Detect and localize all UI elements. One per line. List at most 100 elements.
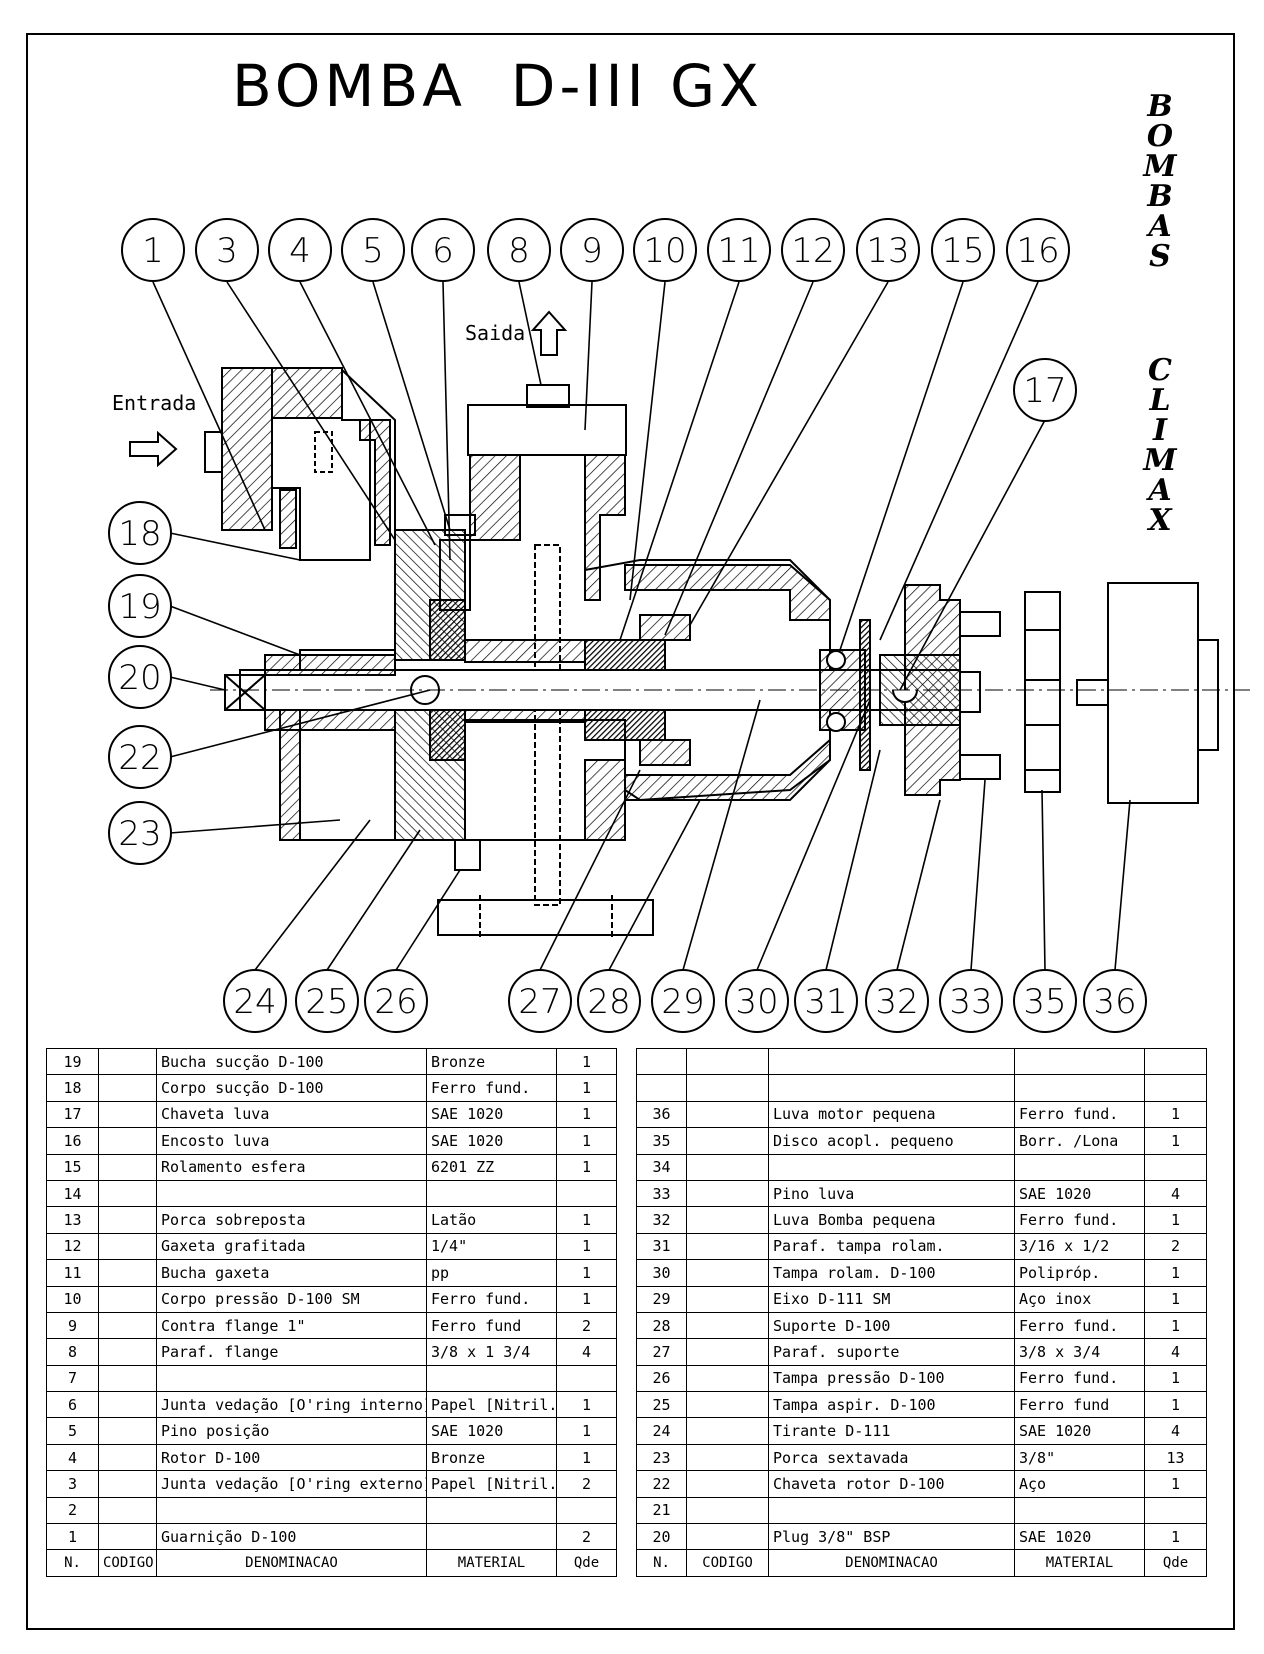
- part-name-cell: Chaveta luva: [156, 1100, 427, 1129]
- part-code-cell: [686, 1232, 769, 1261]
- part-name-cell: Rotor D-100: [156, 1443, 427, 1472]
- part-material-cell: SAE 1020: [1014, 1523, 1145, 1551]
- part-number-cell: 7: [46, 1364, 99, 1393]
- part-qty-cell: 1: [556, 1074, 617, 1102]
- part-name-cell: Corpo pressão D-100 SM: [156, 1285, 427, 1313]
- part-material-cell: 3/8 x 1 3/4: [426, 1338, 557, 1366]
- part-name-cell: Suporte D-100: [768, 1311, 1015, 1340]
- callout-32: 32: [865, 969, 929, 1033]
- leader-lines: [152, 281, 1131, 971]
- part-name-cell: [156, 1496, 427, 1525]
- callout-1: 1: [121, 218, 185, 282]
- parts-row: [636, 1074, 1207, 1102]
- part-qty-cell: 1: [556, 1206, 617, 1234]
- svg-text:20: 20: [118, 658, 161, 698]
- part-qty-cell: 4: [1144, 1179, 1207, 1208]
- part-code-cell: [686, 1391, 769, 1419]
- part-material-cell: Ferro fund: [1014, 1391, 1145, 1419]
- part-qty-cell: 1: [556, 1047, 617, 1076]
- svg-text:13: 13: [866, 231, 909, 271]
- svg-text:6: 6: [432, 231, 454, 271]
- part-qty-cell: 1: [1144, 1523, 1207, 1551]
- part-number-cell: 3: [46, 1470, 99, 1498]
- part-code-cell: [98, 1285, 157, 1313]
- part-qty-cell: 1: [1144, 1285, 1207, 1313]
- part-name-cell: Contra flange 1": [156, 1311, 427, 1340]
- part-code-cell: [98, 1417, 157, 1445]
- callout-11: 11: [707, 218, 771, 282]
- parts-row: 14: [46, 1179, 617, 1208]
- part-qty-cell: 1: [1144, 1311, 1207, 1340]
- callout-28: 28: [577, 969, 641, 1033]
- part-code-cell: [686, 1259, 769, 1287]
- part-name-cell: [156, 1364, 427, 1393]
- part-name-cell: Chaveta rotor D-100: [768, 1470, 1015, 1498]
- part-name-cell: [768, 1153, 1015, 1181]
- part-qty-cell: 13: [1144, 1443, 1207, 1472]
- part-material-cell: 1/4": [426, 1232, 557, 1261]
- part-material-cell: 3/8": [1014, 1443, 1145, 1472]
- callout-6: 6: [411, 218, 475, 282]
- part-name-cell: Gaxeta grafitada: [156, 1232, 427, 1261]
- svg-text:29: 29: [661, 982, 704, 1022]
- part-material-cell: Ferro fund.: [1014, 1364, 1145, 1393]
- part-name-cell: Encosto luva: [156, 1127, 427, 1155]
- part-material-cell: 3/16 x 1/2: [1014, 1232, 1145, 1261]
- part-qty-cell: 1: [1144, 1100, 1207, 1129]
- coupling-disc: [1024, 591, 1061, 793]
- part-name-cell: [768, 1047, 1015, 1076]
- callout-4: 4: [268, 218, 332, 282]
- part-code-cell: [98, 1074, 157, 1102]
- part-number-cell: 13: [46, 1206, 99, 1234]
- callout-12: 12: [781, 218, 845, 282]
- part-qty-cell: 2: [1144, 1232, 1207, 1261]
- header-codigo: CODIGO: [686, 1549, 769, 1577]
- callout-18: 18: [108, 501, 172, 565]
- part-qty-cell: 1: [1144, 1391, 1207, 1419]
- callout-26: 26: [364, 969, 428, 1033]
- part-number-cell: 26: [636, 1364, 687, 1393]
- callout-15: 15: [931, 218, 995, 282]
- part-number-cell: 29: [636, 1285, 687, 1313]
- part-material-cell: Papel [Nitril.]: [426, 1470, 557, 1498]
- part-qty-cell: [1144, 1153, 1207, 1181]
- part-qty-cell: 1: [556, 1127, 617, 1155]
- part-qty-cell: 1: [1144, 1206, 1207, 1234]
- part-material-cell: pp: [426, 1259, 557, 1287]
- part-qty-cell: [1144, 1496, 1207, 1525]
- part-number-cell: [636, 1074, 687, 1102]
- part-name-cell: Tampa rolam. D-100: [768, 1259, 1015, 1287]
- part-code-cell: [686, 1285, 769, 1313]
- part-name-cell: Paraf. suporte: [768, 1338, 1015, 1366]
- part-name-cell: Guarnição D-100: [156, 1523, 427, 1551]
- part-number-cell: 10: [46, 1285, 99, 1313]
- part-material-cell: Ferro fund.: [1014, 1311, 1145, 1340]
- part-qty-cell: 1: [556, 1153, 617, 1181]
- part-number-cell: 18: [46, 1074, 99, 1102]
- part-material-cell: SAE 1020: [426, 1127, 557, 1155]
- part-name-cell: Corpo sucção D-100: [156, 1074, 427, 1102]
- callout-24: 24: [223, 969, 287, 1033]
- part-qty-cell: 1: [1144, 1470, 1207, 1498]
- callout-31: 31: [794, 969, 858, 1033]
- header-denominacao: DENOMINACAO: [156, 1549, 427, 1577]
- part-code-cell: [686, 1127, 769, 1155]
- part-code-cell: [98, 1153, 157, 1181]
- part-code-cell: [686, 1496, 769, 1525]
- callout-36: 36: [1083, 969, 1147, 1033]
